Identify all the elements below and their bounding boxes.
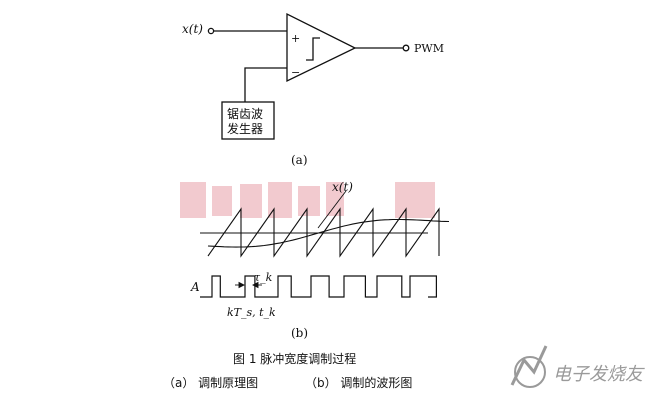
figure-caption: 图 1 脉冲宽度调制过程 — [233, 351, 356, 366]
sawtooth-wave — [207, 207, 440, 258]
pwm-pulses — [200, 275, 437, 298]
schematic-a — [207, 12, 410, 140]
tau-annotation — [235, 281, 262, 289]
comparator-symbol — [306, 37, 320, 61]
minus-sign: − — [291, 66, 300, 79]
pwm-pulse-train — [200, 275, 437, 298]
signal-leader-line — [317, 190, 347, 229]
comparator-triangle — [286, 12, 357, 83]
amplitude-label: A — [190, 280, 200, 294]
output-terminal — [402, 44, 410, 52]
logo-icon — [510, 345, 548, 388]
sawtooth-generator-box — [221, 101, 275, 140]
caption-sub-b: （b） 调制的波形图 — [305, 375, 412, 390]
input-label: x(t) — [182, 22, 203, 36]
signal-label: x(t) — [332, 180, 353, 194]
signal-curve — [207, 218, 450, 248]
plus-sign: + — [291, 32, 300, 45]
output-label: PWM — [414, 42, 444, 55]
input-terminal — [207, 27, 215, 35]
generator-label-line2: 发生器 — [227, 121, 263, 136]
waveform-plot — [200, 190, 450, 258]
site-logo: 电子发烧友 — [510, 345, 645, 388]
tau-label: τ_k — [254, 271, 273, 284]
minus-wire — [244, 67, 287, 102]
period-label: kT_s, t_k — [227, 306, 276, 319]
caption-sub-a: （a） 调制原理图 — [163, 376, 258, 390]
panel-label-b: (b) — [291, 326, 308, 340]
generator-label-line1: 锯齿波 — [227, 106, 263, 121]
watermark — [180, 182, 435, 218]
logo-text: 电子发烧友 — [553, 364, 645, 385]
panel-label-a: (a) — [291, 153, 308, 167]
